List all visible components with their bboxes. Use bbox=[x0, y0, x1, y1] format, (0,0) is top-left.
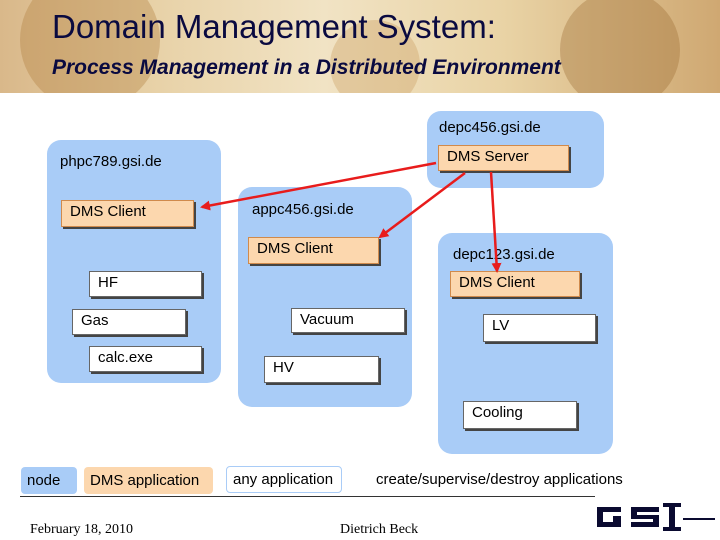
gsi-logo bbox=[597, 503, 715, 531]
page-title: Domain Management System: bbox=[52, 8, 496, 45]
legend-any-application: any application bbox=[226, 466, 342, 493]
app-hf: HF bbox=[89, 271, 202, 297]
app-hv: HV bbox=[264, 356, 379, 383]
app-lv: LV bbox=[483, 314, 596, 342]
banner-decoration bbox=[330, 20, 420, 93]
legend-dms-application: DMS application bbox=[84, 467, 213, 494]
dms-client-phpc789: DMS Client bbox=[61, 200, 194, 227]
page-subtitle: Process Management in a Distributed Envi… bbox=[52, 56, 561, 79]
footer-date: February 18, 2010 bbox=[30, 522, 134, 537]
app-gas: Gas bbox=[72, 309, 186, 335]
app-vacuum: Vacuum bbox=[291, 308, 405, 333]
node-label-appc456: appc456.gsi.de bbox=[252, 201, 354, 218]
banner-decoration bbox=[20, 0, 160, 93]
footer-author: Dietrich Beck bbox=[340, 522, 419, 537]
dms-server-depc456: DMS Server bbox=[438, 145, 569, 171]
footer-rule bbox=[20, 496, 595, 497]
node-label-depc456: depc456.gsi.de bbox=[439, 119, 541, 136]
node-label-phpc789: phpc789.gsi.de bbox=[60, 153, 162, 170]
node-label-depc123: depc123.gsi.de bbox=[453, 246, 555, 263]
app-cooling: Cooling bbox=[463, 401, 577, 429]
app-calc-exe: calc.exe bbox=[89, 346, 202, 372]
legend-arrow-caption: create/supervise/destroy applications bbox=[376, 471, 623, 488]
node-phpc789 bbox=[47, 140, 221, 383]
arrow-to-phpc789 bbox=[200, 161, 437, 211]
arrow-to-appc456 bbox=[378, 172, 466, 239]
legend-node: node bbox=[21, 467, 77, 494]
dms-client-appc456: DMS Client bbox=[248, 237, 379, 264]
header-banner: Domain Management System: Process Manage… bbox=[0, 0, 720, 93]
banner-decoration bbox=[560, 0, 680, 93]
arrow-to-depc123 bbox=[489, 171, 502, 273]
dms-client-depc123: DMS Client bbox=[450, 271, 580, 297]
